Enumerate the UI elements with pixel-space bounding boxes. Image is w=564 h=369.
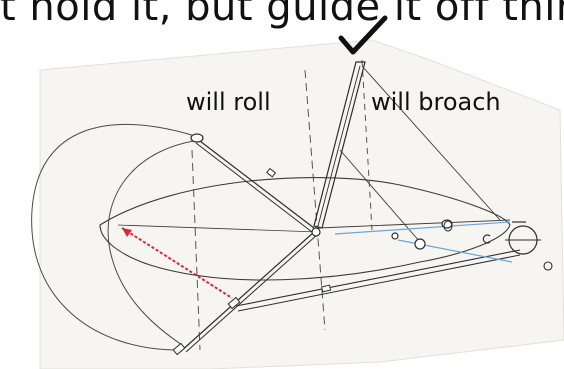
left-pivot: [191, 134, 203, 142]
will-broach-label: will broach: [371, 90, 501, 114]
node-b: [415, 239, 425, 249]
node-c: [392, 233, 398, 239]
central-hub: [312, 228, 320, 236]
will-roll-label: will roll: [186, 90, 271, 114]
check-mark-icon: [337, 14, 389, 60]
block-lower-right: [322, 285, 331, 292]
